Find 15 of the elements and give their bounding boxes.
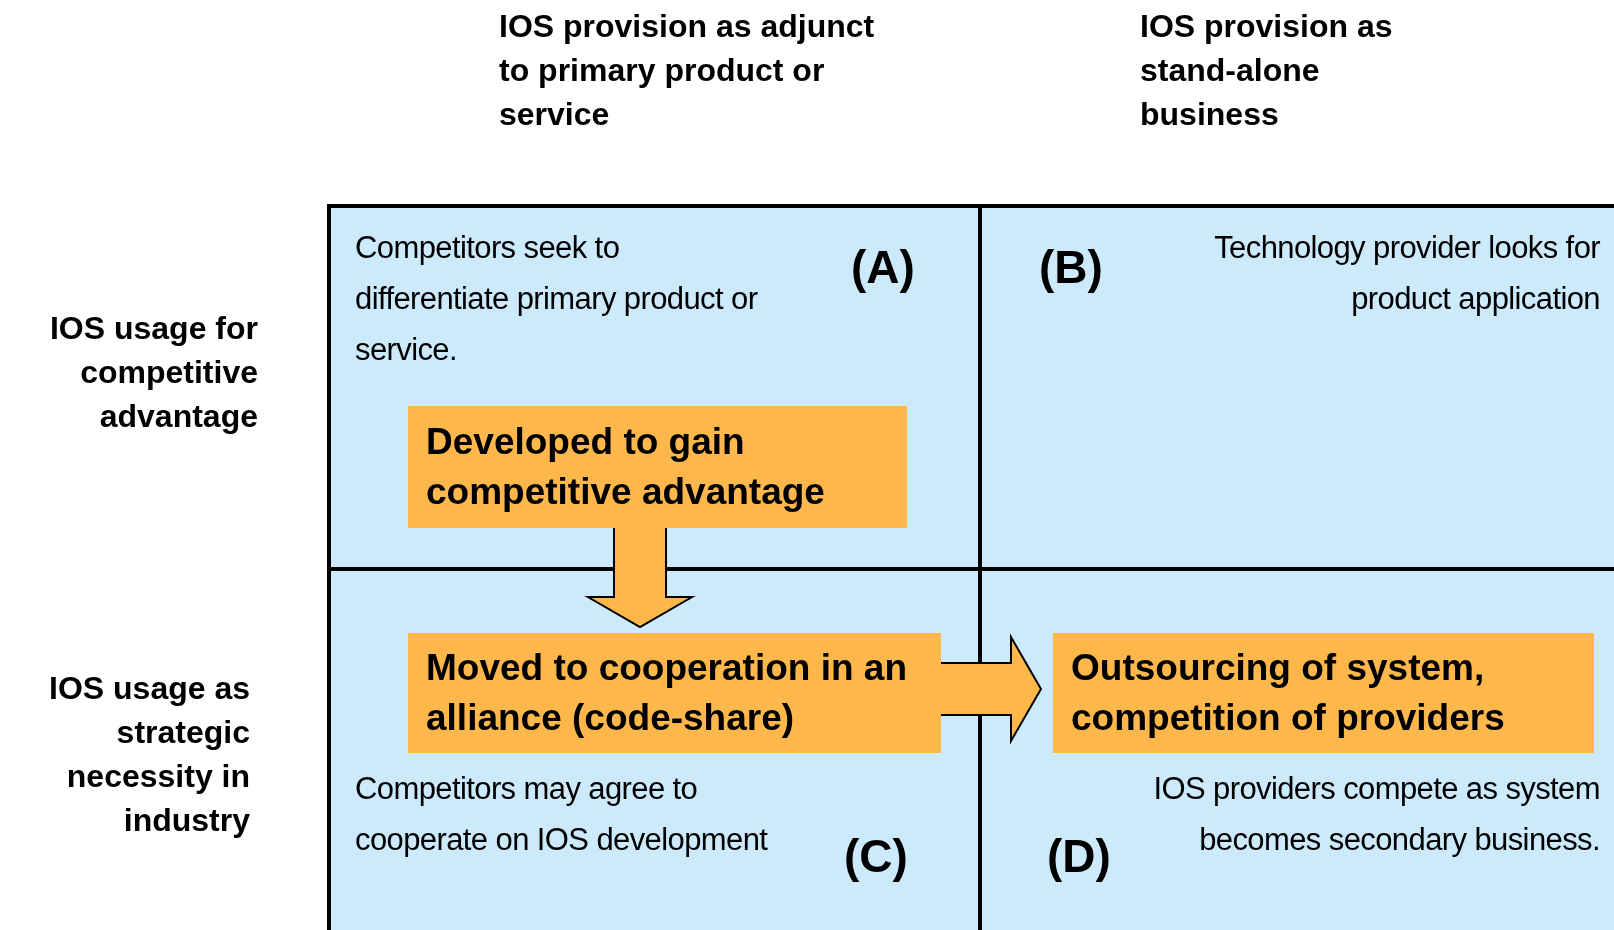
- quadrant-description: IOS providers compete as system becomes secondary business.: [1152, 770, 1600, 859]
- column-header: IOS provision as adjunct to primary product or service: [499, 7, 876, 134]
- highlight-box: Developed to gain competitive advantage: [408, 406, 907, 528]
- quadrant-letter: (C): [844, 831, 908, 881]
- row-header: IOS usage for competitive advantage: [48, 309, 258, 436]
- quadrant-description: Competitors may agree to cooperate on IOS development: [355, 770, 769, 859]
- quadrant-letter: (D): [1047, 831, 1111, 881]
- quadrant-letter: (A): [851, 242, 915, 292]
- column-header: IOS provision as stand-alone business: [1140, 7, 1394, 134]
- quadrant-description: Competitors seek to differentiate primary product or service.: [355, 229, 759, 369]
- quadrant-description: Technology provider looks for product application: [1213, 229, 1600, 318]
- highlight-box: Outsourcing of system, competition of providers: [1053, 633, 1594, 753]
- quadrant-letter: (B): [1039, 242, 1103, 292]
- highlight-box: Moved to cooperation in an alliance (code-share): [408, 633, 941, 753]
- row-header: IOS usage as strategic necessity in industry: [48, 669, 250, 840]
